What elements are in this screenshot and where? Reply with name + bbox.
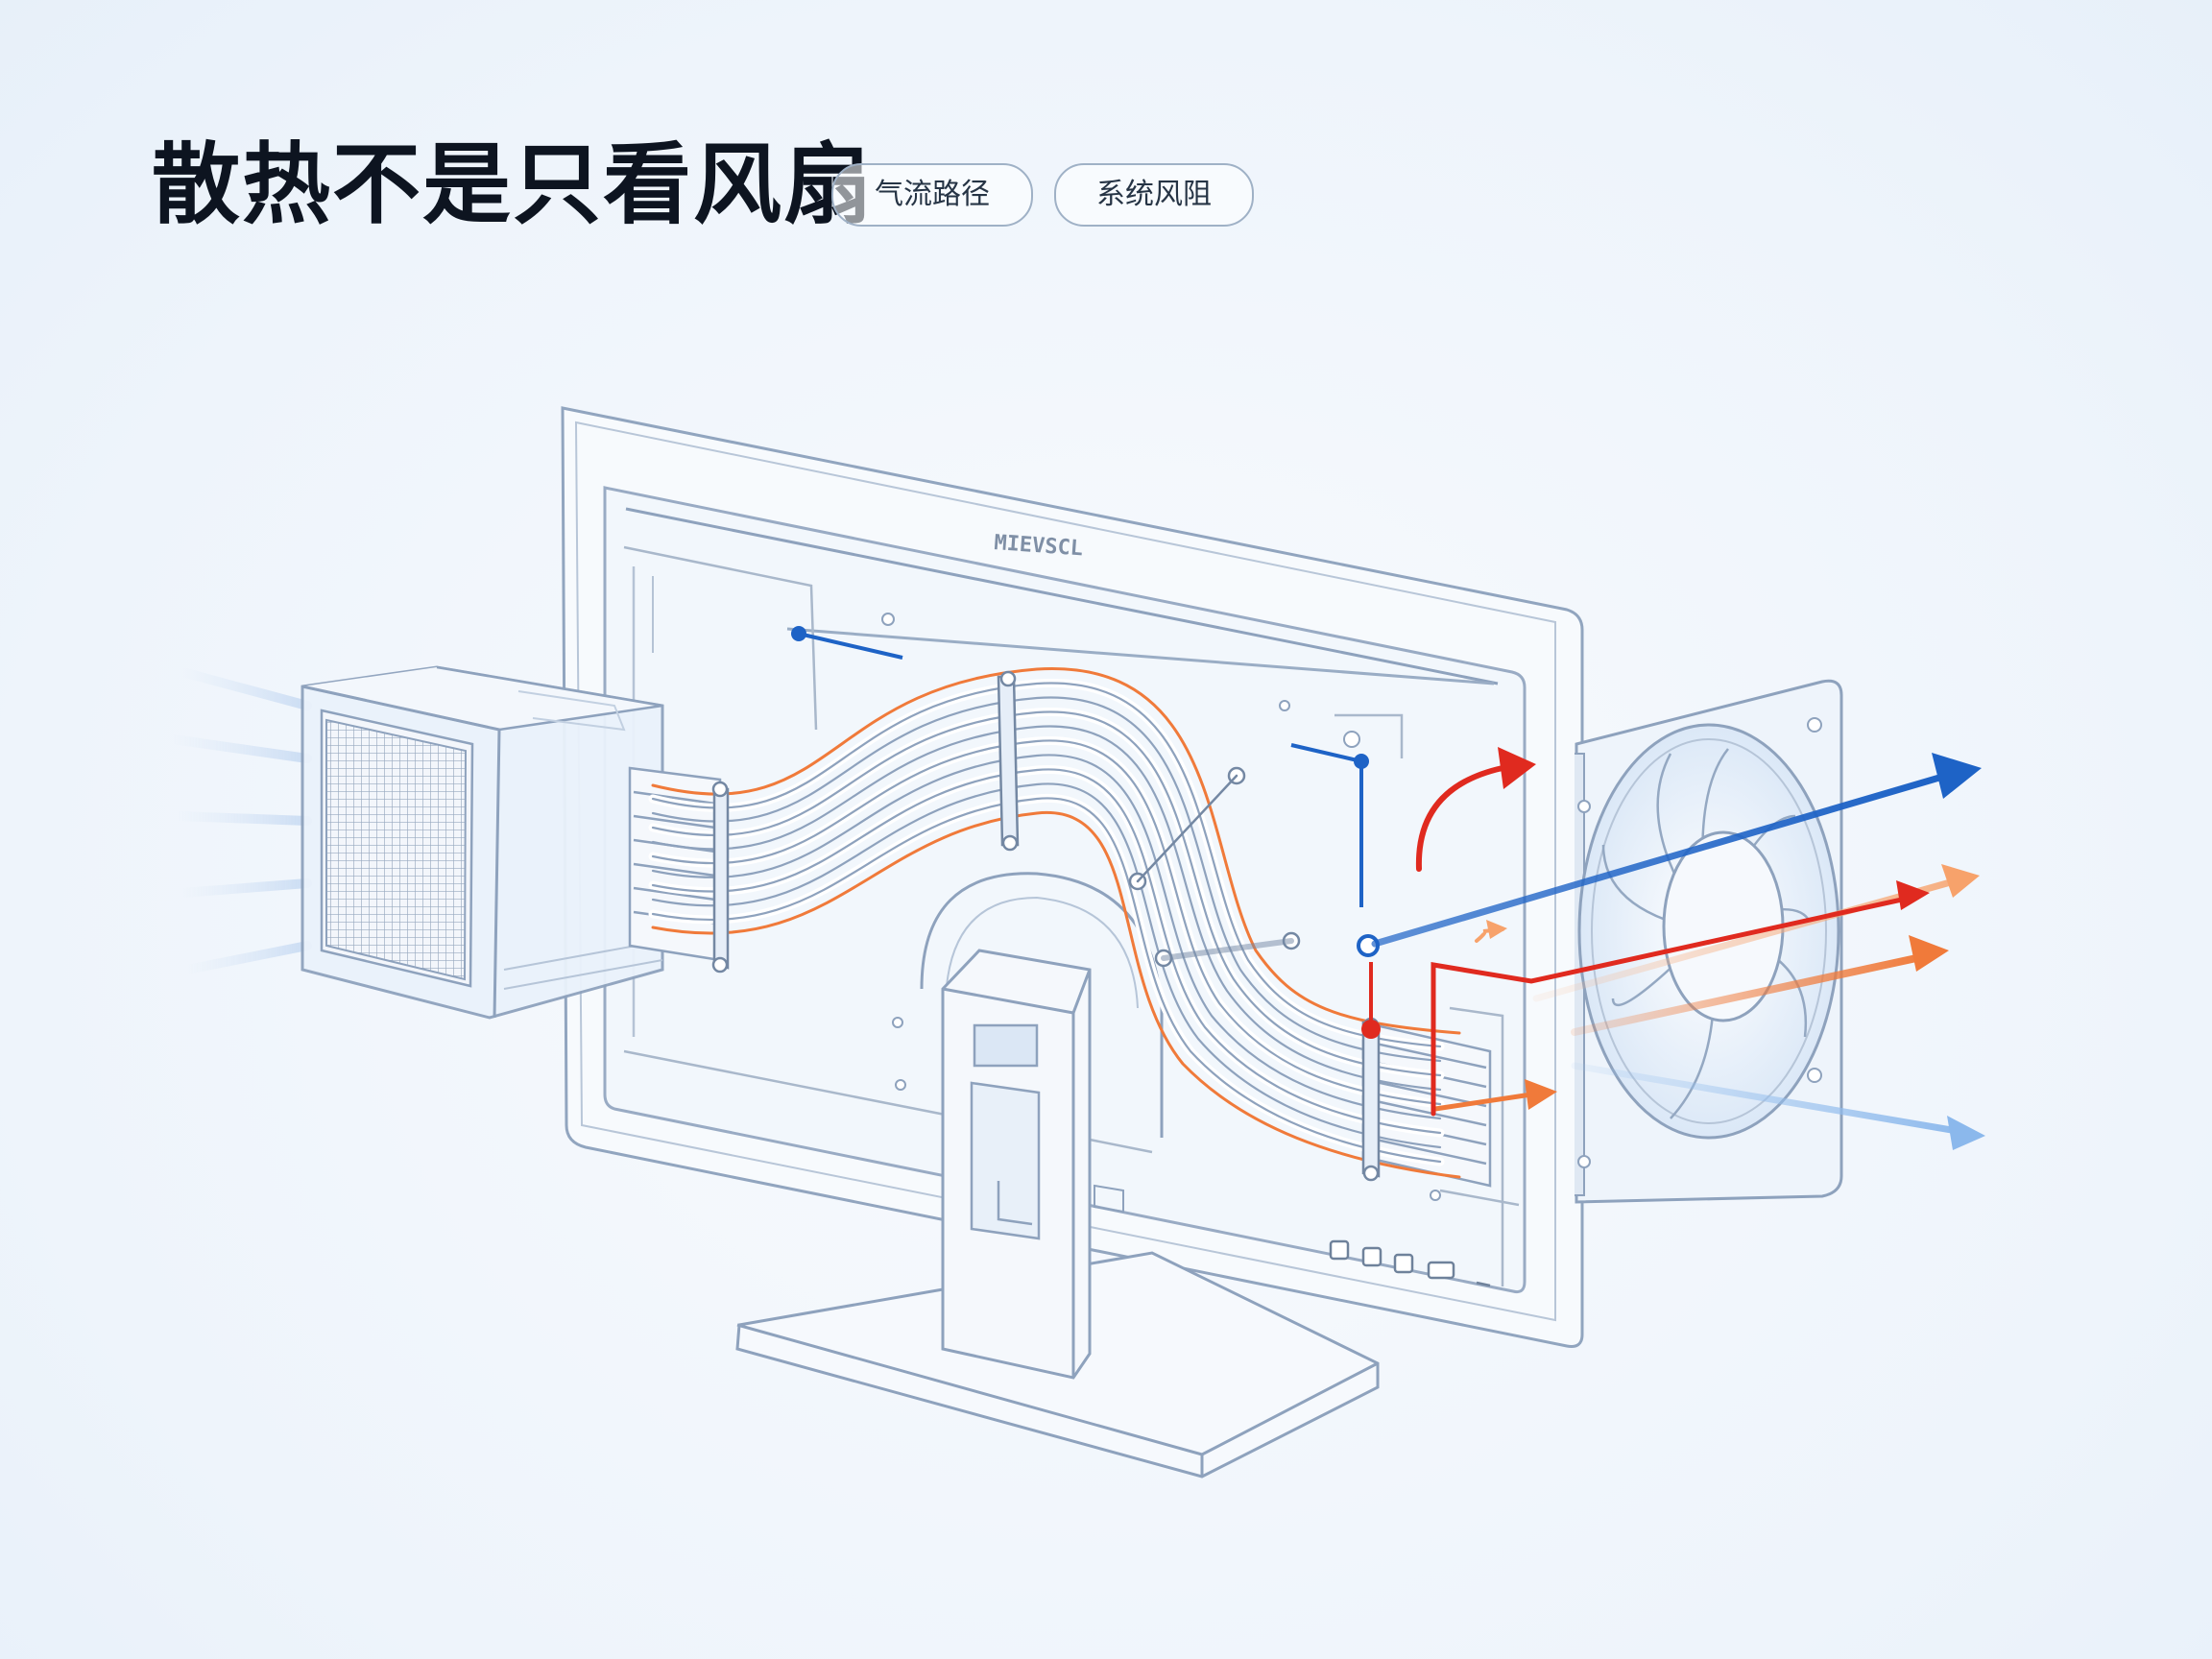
filter-grille-icon (301, 665, 664, 1020)
heat-pipe-icon (648, 667, 1461, 1182)
page-title: 散热不是只看风扇 (152, 133, 875, 236)
monitor-stand (735, 872, 1380, 1479)
airflow-arrow-icon (1371, 747, 1985, 1150)
intake-airflow-streaks (168, 667, 312, 974)
monitor-control-buttons (1329, 1239, 1491, 1287)
tag-system-resistance[interactable]: 系统风阻 (1054, 163, 1254, 227)
sensor-lines (791, 626, 1381, 1039)
tag-airflow-path[interactable]: 气流路径 (831, 163, 1033, 227)
